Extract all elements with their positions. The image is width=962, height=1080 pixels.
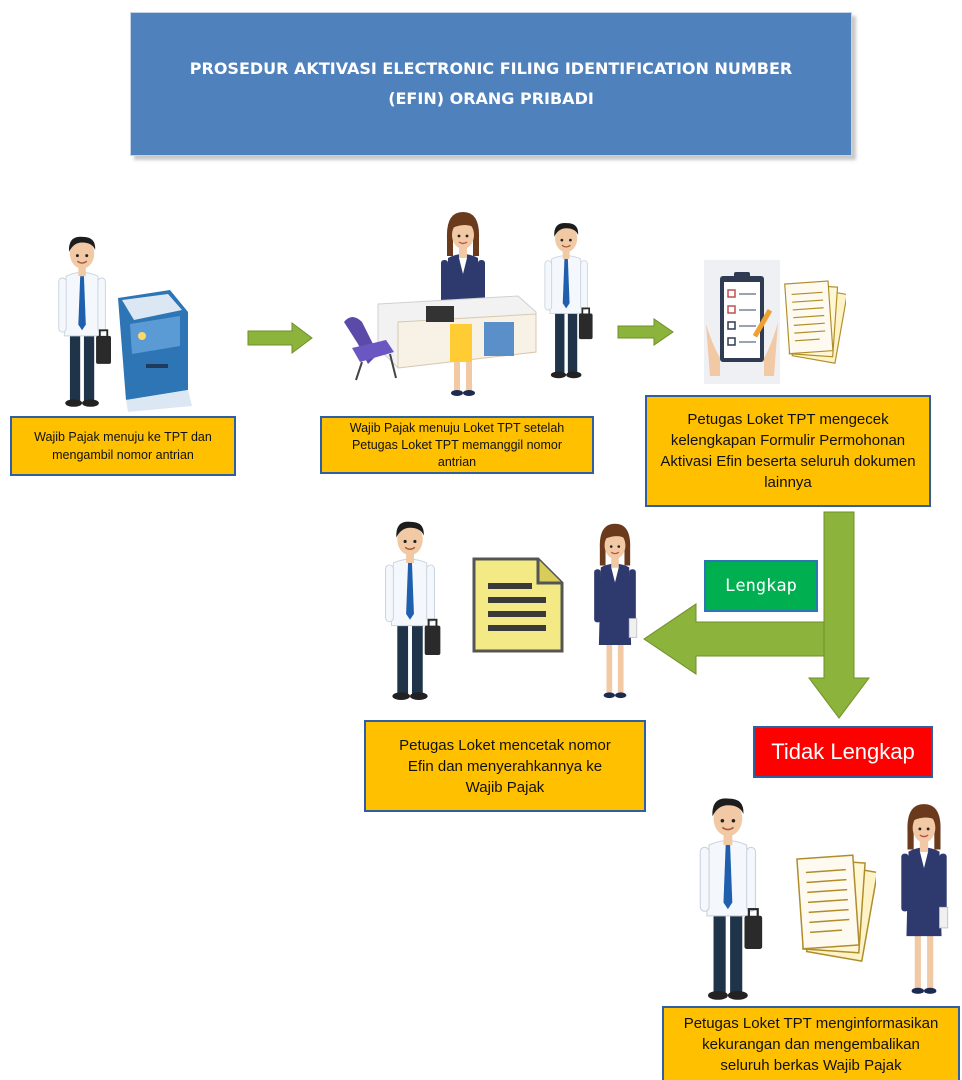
- title-line-2: (EFIN) ORANG PRIBADI: [388, 89, 594, 108]
- step-4-box: Petugas Loket mencetak nomor Efin dan me…: [364, 720, 646, 812]
- incomplete-branch-label: Tidak Lengkap: [753, 726, 933, 778]
- step-1-box: Wajib Pajak menuju ke TPT dan mengambil …: [10, 416, 236, 476]
- branch-arrows: [643, 511, 870, 719]
- complete-branch-label: Lengkap: [704, 560, 818, 612]
- documents-icon: [784, 280, 846, 365]
- taxpayer-figure: [384, 520, 442, 702]
- taxpayer-figure: [698, 797, 764, 1002]
- tpt-officer-figure: [593, 523, 638, 699]
- taxpayer-figure: [57, 235, 111, 408]
- step-1-text: Wajib Pajak menuju ke TPT dan mengambil …: [34, 430, 212, 462]
- title-line-1: PROSEDUR AKTIVASI ELECTRONIC FILING IDEN…: [189, 59, 793, 78]
- step-3-box: Petugas Loket TPT mengecek kelengkapan F…: [645, 395, 931, 507]
- step-3-text: Petugas Loket TPT mengecek kelengkapan F…: [660, 411, 916, 491]
- tpt-counter-icon: [344, 295, 537, 381]
- step-5-box: Petugas Loket TPT menginformasikan kekur…: [662, 1006, 960, 1080]
- taxpayer-figure: [543, 222, 594, 380]
- efin-document-icon: [472, 557, 564, 653]
- step-2-text: Wajib Pajak menuju Loket TPT setelah Pet…: [349, 420, 565, 469]
- incomplete-branch-text: Tidak Lengkap: [771, 739, 915, 764]
- tpt-officer-figure: [440, 211, 487, 397]
- checklist-icon: [704, 260, 780, 384]
- documents-icon: [796, 854, 876, 963]
- queue-kiosk-icon: [118, 290, 192, 412]
- complete-branch-text: Lengkap: [725, 576, 797, 596]
- diagram-title: PROSEDUR AKTIVASI ELECTRONIC FILING IDEN…: [130, 12, 852, 156]
- flow-arrow-1: [247, 322, 313, 354]
- flow-arrow-2: [617, 318, 674, 346]
- tpt-officer-figure: [900, 803, 949, 995]
- step-4-text: Petugas Loket mencetak nomor Efin dan me…: [399, 736, 611, 796]
- step-5-text: Petugas Loket TPT menginformasikan kekur…: [683, 1014, 939, 1074]
- step-2-box: Wajib Pajak menuju Loket TPT setelah Pet…: [320, 416, 594, 474]
